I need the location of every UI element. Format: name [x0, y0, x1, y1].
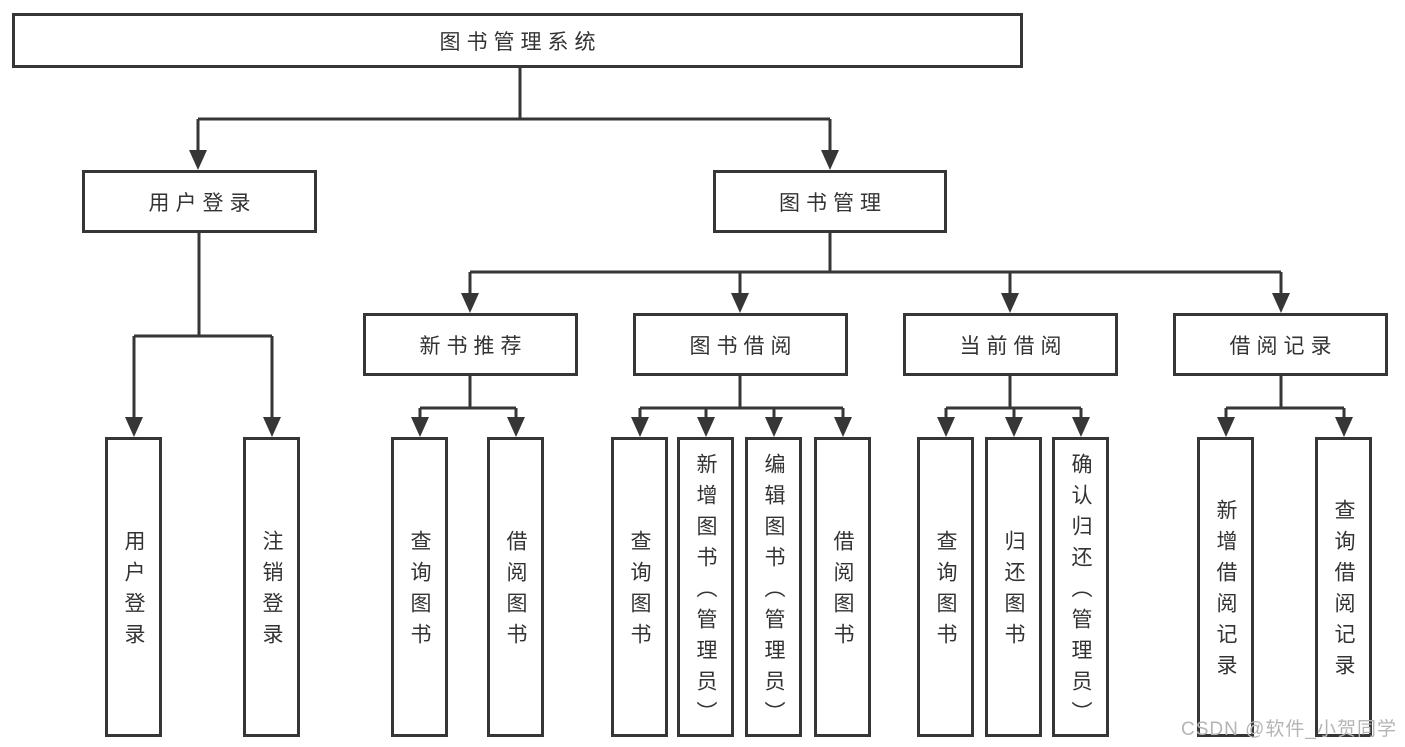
node-label: 图书管理系统 [439, 30, 602, 54]
node-library-management-system: 图书管理系统 [12, 13, 1023, 68]
leaf-user-login: 用户登录 [105, 437, 162, 737]
node-label: 图书借阅 [689, 334, 798, 358]
leaf-query-books-borrow: 查询图书 [611, 437, 668, 737]
connector-root-to-level2 [196, 68, 832, 152]
leaf-label: 注销登录 [260, 530, 283, 654]
arrowhead-down-icon [1005, 417, 1023, 437]
leaf-return-books: 归还图书 [985, 437, 1042, 737]
node-label: 当前借阅 [959, 334, 1068, 358]
arrowhead-down-icon [189, 150, 207, 170]
connector-new-book-to-leaves [418, 376, 518, 419]
leaf-borrow-books-borrow: 借阅图书 [814, 437, 871, 737]
leaf-confirm-return-admin: 确认归还（管理员） [1052, 437, 1109, 737]
arrowhead-down-icon [1335, 417, 1353, 437]
leaf-label: 新增借阅记录 [1214, 499, 1237, 685]
node-label: 图书管理 [779, 191, 887, 215]
leaf-label: 查询图书 [408, 530, 431, 654]
arrowhead-down-icon [834, 417, 852, 437]
arrowhead-down-icon [263, 417, 281, 437]
leaf-label: 新增图书（管理员） [694, 452, 717, 732]
leaf-query-books-newbook: 查询图书 [391, 437, 448, 737]
leaf-query-books-current: 查询图书 [917, 437, 974, 737]
arrowhead-down-icon [731, 293, 749, 313]
leaf-label: 用户登录 [122, 530, 145, 654]
leaf-label: 确认归还（管理员） [1069, 452, 1092, 732]
leaf-label: 归还图书 [1002, 530, 1025, 654]
leaf-add-borrow-record: 新增借阅记录 [1197, 437, 1254, 737]
leaf-label: 编辑图书（管理员） [762, 452, 785, 732]
node-book-management: 图书管理 [713, 170, 947, 233]
leaf-query-borrow-record: 查询借阅记录 [1315, 437, 1372, 737]
leaf-label: 借阅图书 [831, 530, 854, 654]
leaf-label: 查询借阅记录 [1332, 499, 1355, 685]
node-label: 借阅记录 [1229, 334, 1338, 358]
node-current-borrowing: 当前借阅 [903, 313, 1118, 376]
leaf-add-book-admin: 新增图书（管理员） [677, 437, 734, 737]
csdn-watermark: CSDN @软件_小贺同学 [1181, 719, 1397, 740]
leaf-label: 查询图书 [628, 530, 651, 654]
arrowhead-down-icon [631, 417, 649, 437]
arrowhead-down-icon [125, 417, 143, 437]
leaf-edit-book-admin: 编辑图书（管理员） [745, 437, 802, 737]
node-new-book-recommendation: 新书推荐 [363, 313, 578, 376]
connector-current-borrow-to-leaves [944, 376, 1083, 419]
leaf-label: 查询图书 [934, 530, 957, 654]
connector-book-management-to-level3 [468, 233, 1283, 295]
leaf-label: 借阅图书 [504, 530, 527, 654]
arrowhead-down-icon [765, 417, 783, 437]
node-user-login: 用户登录 [82, 170, 317, 233]
arrowhead-down-icon [937, 417, 955, 437]
arrowhead-down-icon [821, 150, 839, 170]
arrowhead-down-icon [697, 417, 715, 437]
arrowhead-down-icon [461, 293, 479, 313]
node-label: 用户登录 [148, 191, 257, 215]
connector-book-borrow-to-leaves [638, 376, 845, 419]
arrowhead-down-icon [411, 417, 429, 437]
arrowhead-down-icon [1272, 293, 1290, 313]
node-label: 新书推荐 [419, 334, 528, 358]
arrowhead-down-icon [1217, 417, 1235, 437]
arrowhead-down-icon [1072, 417, 1090, 437]
arrowhead-down-icon [507, 417, 525, 437]
leaf-logout: 注销登录 [243, 437, 300, 737]
node-book-borrowing: 图书借阅 [633, 313, 848, 376]
connector-user-login-to-leaves [132, 233, 274, 419]
node-borrowing-records: 借阅记录 [1173, 313, 1388, 376]
arrowhead-down-icon [1001, 293, 1019, 313]
leaf-borrow-books-newbook: 借阅图书 [487, 437, 544, 737]
connector-records-to-leaves [1224, 376, 1346, 419]
